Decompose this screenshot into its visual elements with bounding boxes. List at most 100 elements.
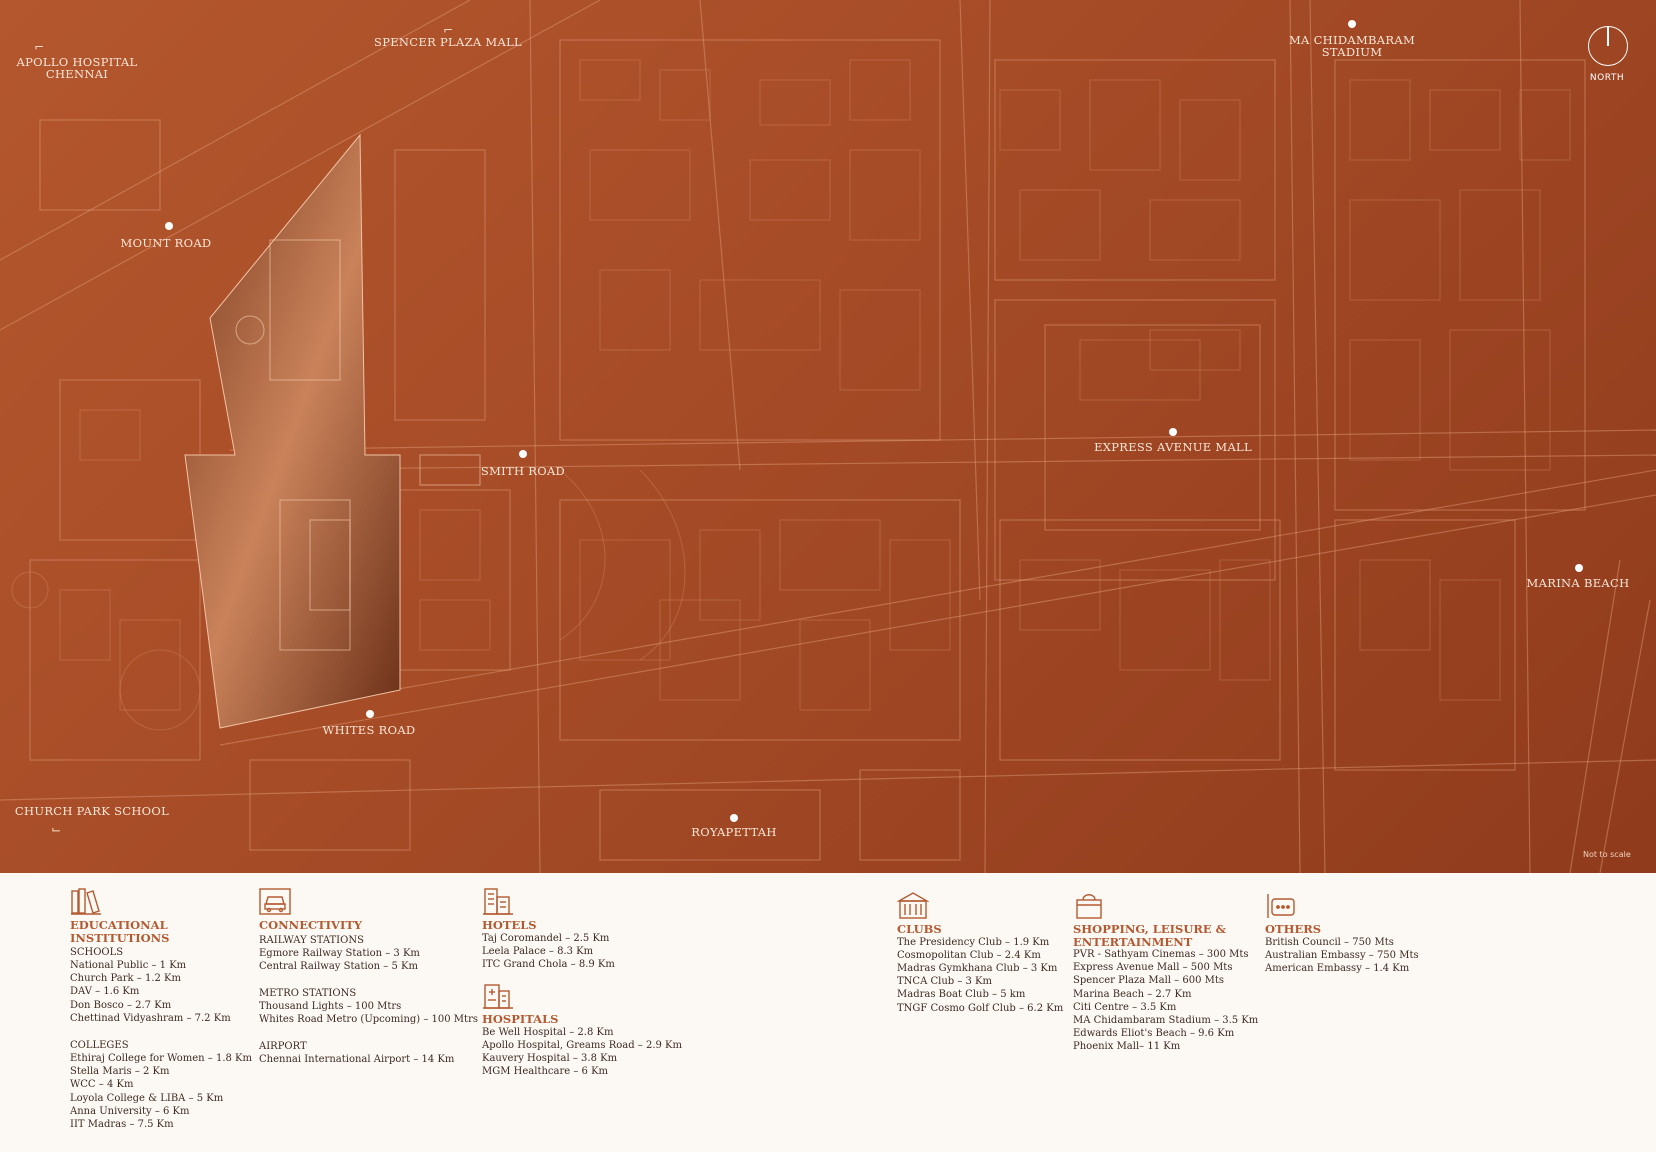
list-item: Edwards Eliot's Beach – 9.6 Km: [1073, 1028, 1235, 1040]
legend-hotels: HOTELS Taj Coromandel – 2.5 Km Leela Pal…: [482, 887, 682, 1078]
list-item: Taj Coromandel – 2.5 Km: [482, 932, 610, 944]
legend-heading: HOTELS: [482, 918, 537, 932]
list-item: American Embassy – 1.4 Km: [1265, 962, 1410, 974]
clubhouse-icon: [897, 892, 929, 919]
legend-heading: EDUCATIONAL INSTITUTIONS: [70, 919, 252, 944]
landmark-label: STADIUM: [1321, 45, 1383, 59]
project-site-aerial: [184, 133, 401, 729]
landmark-dot: [1348, 20, 1356, 28]
list-item: Citi Centre – 3.5 Km: [1073, 1001, 1177, 1013]
list-item: Chennai International Airport – 14 Km: [259, 1054, 455, 1066]
legend-clubs: CLUBS The Presidency Club – 1.9 Km Cosmo…: [897, 891, 1063, 1015]
legend-heading: HOSPITALS: [482, 1012, 559, 1027]
list-item: IIT Madras – 7.5 Km: [70, 1119, 174, 1131]
legend-heading: OTHERS: [1265, 922, 1322, 936]
landmark-label: APOLLO HOSPITAL: [16, 55, 138, 69]
list-item: Marina Beach – 2.7 Km: [1073, 988, 1192, 1000]
list-item: Don Bosco – 2.7 Km: [70, 999, 172, 1011]
list-item: Phoenix Mall– 11 Km: [1073, 1041, 1181, 1053]
legend-heading: CONNECTIVITY: [259, 918, 363, 932]
list-item: ITC Grand Chola – 8.9 Km: [482, 958, 615, 970]
landmark-dot: [1575, 564, 1583, 572]
list-item: DAV – 1.6 Km: [70, 986, 140, 998]
heading-line: SHOPPING, LEISURE &: [1073, 922, 1227, 936]
list-item: Cosmopolitan Club – 2.4 Km: [897, 949, 1041, 961]
subheading-colleges: COLLEGES: [70, 1040, 129, 1052]
legend-hospitals: HOSPITALS Be Well Hospital – 2.8 Km Apol…: [482, 981, 682, 1078]
list-item: Spencer Plaza Mall – 600 Mts: [1073, 975, 1224, 987]
legend-others: OTHERS British Council – 750 Mts Austral…: [1265, 891, 1419, 975]
landmark-dot: [730, 814, 738, 822]
landmark-arrow-icon: ⌐: [443, 23, 454, 37]
north-label: NORTH: [1589, 73, 1625, 83]
shopping-bag-icon: [1076, 894, 1102, 919]
books-icon: [71, 888, 101, 915]
list-item: Express Avenue Mall – 500 Mts: [1073, 962, 1233, 974]
hotel-building-icon: [483, 888, 513, 915]
list-item: Chettinad Vidyashram – 7.2 Km: [70, 1012, 231, 1024]
list-item: Madras Boat Club – 5 km: [897, 989, 1026, 1001]
landmark-church-park-school: CHURCH PARK SCHOOL: [14, 804, 170, 818]
landmark-mount-road: MOUNT ROAD: [120, 236, 212, 250]
heading-line: ENTERTAINMENT: [1073, 934, 1193, 949]
landmark-marina-beach: MARINA BEACH: [1526, 576, 1630, 590]
list-item: Apollo Hospital, Greams Road – 2.9 Km: [482, 1039, 682, 1051]
list-item: MA Chidambaram Stadium – 3.5 Km: [1073, 1015, 1259, 1027]
legend-education: EDUCATIONAL INSTITUTIONS SCHOOLS Nationa…: [70, 887, 252, 1131]
subheading-metro: METRO STATIONS: [259, 987, 357, 999]
subheading-railway: RAILWAY STATIONS: [259, 934, 364, 946]
list-item: Leela Palace – 8.3 Km: [482, 945, 594, 957]
landmark-dot: [519, 450, 527, 458]
amenities-legend: EDUCATIONAL INSTITUTIONS SCHOOLS Nationa…: [0, 873, 1656, 1152]
heading-line: EDUCATIONAL: [70, 918, 168, 932]
landmark-royapettah: ROYAPETTAH: [691, 825, 777, 839]
landmark-spencer-plaza: SPENCER PLAZA MALL: [374, 35, 522, 49]
list-item: PVR - Sathyam Cinemas – 300 Mts: [1073, 949, 1249, 960]
car-icon: [259, 888, 291, 915]
landmark-express-avenue: EXPRESS AVENUE MALL: [1094, 440, 1252, 454]
list-item: Kauvery Hospital – 3.8 Km: [482, 1053, 618, 1065]
list-item: Anna University – 6 Km: [70, 1105, 190, 1117]
list-item: Be Well Hospital – 2.8 Km: [482, 1026, 614, 1038]
legend-shopping: SHOPPING, LEISURE & ENTERTAINMENT PVR - …: [1073, 891, 1258, 1054]
list-item: Thousand Lights – 100 Mtrs: [259, 1000, 402, 1012]
landmark-apollo-hospital: APOLLO HOSPITAL CHENNAI: [17, 56, 138, 80]
north-compass-icon: [1588, 26, 1628, 66]
not-to-scale-note: Not to scale: [1583, 850, 1631, 859]
legend-heading: SHOPPING, LEISURE & ENTERTAINMENT: [1073, 923, 1258, 948]
list-item: Australian Embassy – 750 Mts: [1265, 949, 1419, 961]
list-item: Church Park – 1.2 Km: [70, 973, 182, 985]
list-item: British Council – 750 Mts: [1265, 936, 1394, 948]
list-item: Ethiraj College for Women – 1.8 Km: [70, 1053, 252, 1065]
list-item: Whites Road Metro (Upcoming) – 100 Mtrs: [259, 1014, 478, 1026]
subheading-airport: AIRPORT: [259, 1041, 307, 1053]
legend-connectivity: CONNECTIVITY RAILWAY STATIONS Egmore Rai…: [259, 887, 478, 1067]
landmark-label: MA CHIDAMBARAM: [1288, 33, 1416, 47]
location-map: ⌐ APOLLO HOSPITAL CHENNAI ⌐ SPENCER PLAZ…: [0, 0, 1656, 873]
landmark-dot: [165, 222, 173, 230]
legend-heading: CLUBS: [897, 922, 942, 936]
landmark-smith-road: SMITH ROAD: [480, 464, 566, 478]
list-item: Egmore Railway Station – 3 Km: [259, 947, 420, 959]
list-item: TNCA Club – 3 Km: [897, 976, 993, 988]
list-item: Madras Gymkhana Club – 3 Km: [897, 962, 1058, 974]
landmark-arrow-icon: ⌙: [51, 822, 62, 836]
list-item: TNGF Cosmo Golf Club – 6.2 Km: [897, 1002, 1064, 1014]
list-item: The Presidency Club – 1.9 Km: [897, 936, 1050, 948]
list-item: Central Railway Station – 5 Km: [259, 960, 418, 972]
landmark-label: CHENNAI: [45, 67, 109, 81]
list-item: Stella Maris – 2 Km: [70, 1066, 170, 1078]
subheading-schools: SCHOOLS: [70, 947, 124, 958]
landmark-dot: [366, 710, 374, 718]
list-item: National Public – 1 Km: [70, 960, 187, 971]
landmark-whites-road: WHITES ROAD: [322, 723, 416, 737]
list-item: Loyola College & LIBA – 5 Km: [70, 1092, 224, 1104]
street-plan: [0, 0, 1656, 873]
list-item: WCC – 4 Km: [70, 1079, 134, 1091]
hospital-icon: [483, 984, 513, 1009]
heading-line: INSTITUTIONS: [70, 930, 170, 945]
landmark-dot: [1169, 428, 1177, 436]
chat-bubble-icon: [1267, 894, 1295, 918]
landmark-arrow-icon: ⌐: [34, 40, 45, 54]
landmark-chidambaram-stadium: MA CHIDAMBARAM STADIUM: [1289, 34, 1415, 58]
